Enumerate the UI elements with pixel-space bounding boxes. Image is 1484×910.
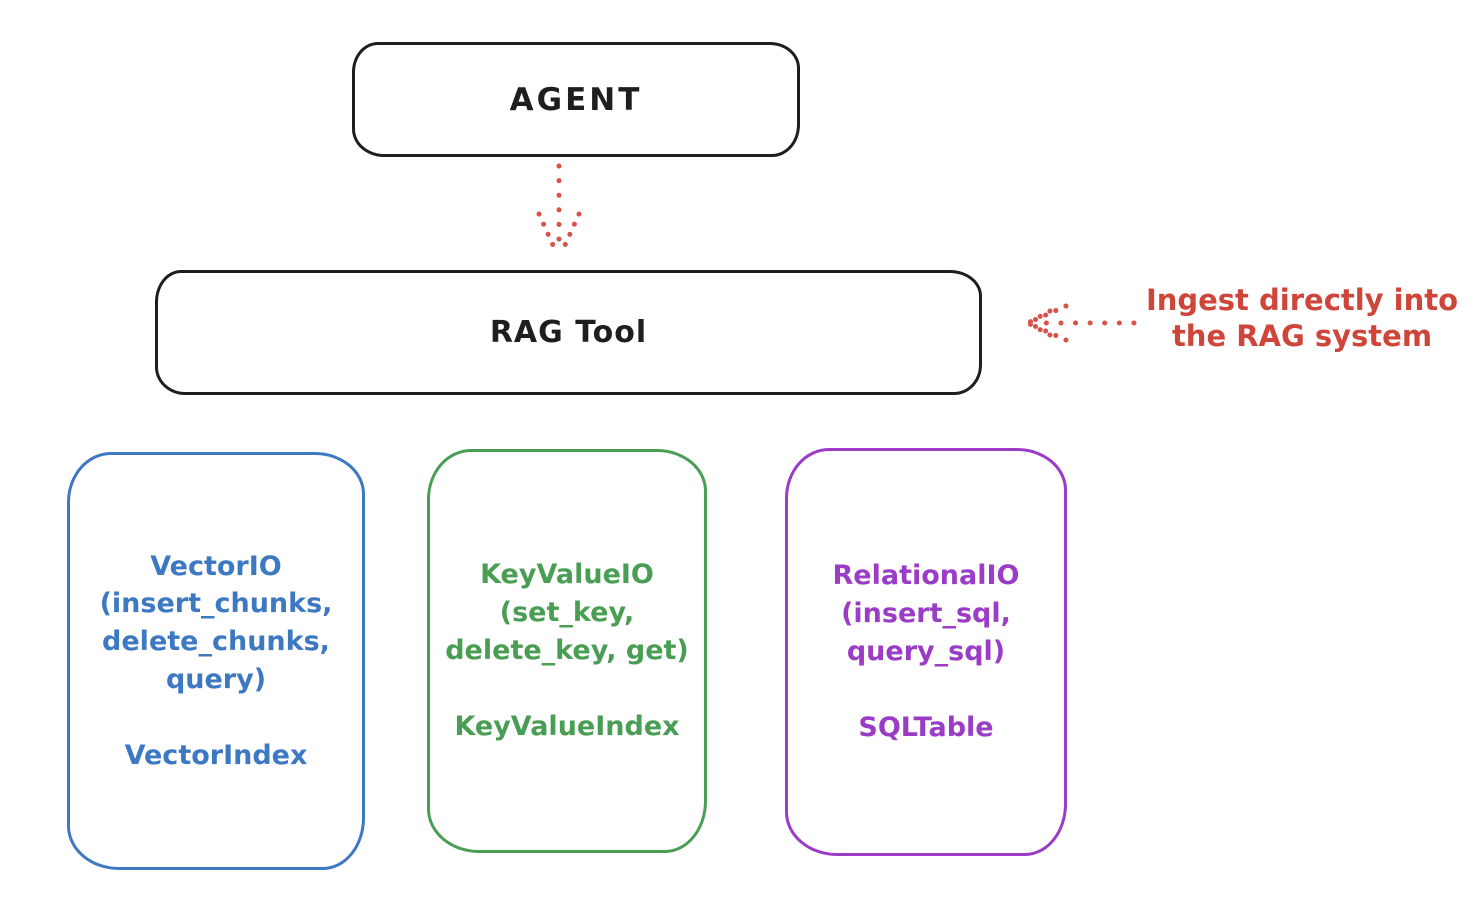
ingest-annotation-line1: Ingest directly into (1145, 283, 1459, 317)
vector-io-title: VectorIO (insert_chunks, delete_chunks, … (99, 550, 333, 695)
rag-tool-node: RAG Tool (155, 270, 982, 395)
vector-io-node: VectorIO (insert_chunks, delete_chunks, … (67, 452, 365, 870)
agent-label: AGENT (509, 81, 643, 118)
keyvalue-io-title: KeyValueIO (set_key, delete_key, get) (445, 559, 689, 666)
keyvalue-io-index-label: KeyValueIndex (454, 710, 680, 742)
vector-io-index-label: VectorIndex (124, 739, 308, 771)
keyvalue-io-node: KeyValueIO (set_key, delete_key, get) Ke… (427, 449, 707, 853)
agent-to-rag-arrow-icon (536, 163, 582, 257)
relational-io-index-label: SQLTable (858, 711, 994, 743)
relational-io-node: RelationalIO (insert_sql, query_sql) SQL… (785, 448, 1067, 856)
rag-tool-label: RAG Tool (489, 315, 648, 350)
relational-io-title: RelationalIO (insert_sql, query_sql) (832, 560, 1020, 667)
ingest-arrow-icon (1025, 303, 1137, 343)
ingest-annotation-line2: the RAG system (1171, 319, 1433, 354)
agent-node: AGENT (352, 42, 800, 157)
ingest-annotation: Ingest directly into the RAG system (1128, 282, 1476, 355)
